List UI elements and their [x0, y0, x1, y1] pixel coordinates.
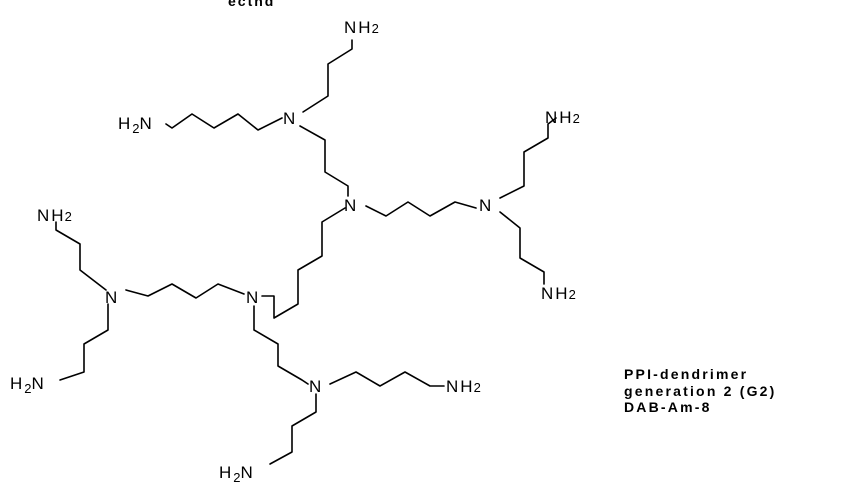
amine-top: NH2: [344, 18, 379, 37]
amine-lower-right: NH2: [446, 377, 481, 396]
atom-n6: N: [309, 377, 323, 396]
atom-n2: N: [344, 196, 358, 215]
compound-caption: PPI-dendrimer generation 2 (G2) DAB-Am-8: [624, 366, 777, 416]
caption-line-2: generation 2 (G2): [624, 382, 777, 399]
bond-n3-down-arm: [499, 211, 545, 285]
atom-n3: N: [479, 196, 493, 215]
caption-line-1: PPI-dendrimer: [624, 366, 749, 382]
amine-bottom: H2N: [219, 463, 255, 482]
bond-n4-n5: [125, 283, 245, 299]
amine-right-lower: NH2: [541, 284, 576, 303]
top-cropped-text: ectnd: [228, 0, 275, 9]
bond-n6-down-arm: [269, 393, 317, 465]
amine-left-top: H2N: [118, 114, 154, 136]
amine-left-lower: H2N: [10, 374, 46, 396]
bond-n1-n2: [299, 125, 349, 197]
amine-right-upper: NH2: [545, 108, 580, 127]
bond-n3-up-arm: [499, 117, 557, 199]
bond-n1-up-arm: [302, 39, 353, 113]
bond-n4-n6: [253, 305, 309, 385]
bond-lines: [55, 39, 557, 465]
atom-n1: N: [283, 109, 297, 128]
bond-n2-n4-core: [261, 207, 346, 319]
bond-n2-n3: [365, 201, 477, 217]
atom-n5: N: [105, 288, 119, 307]
bond-n5-up-arm: [55, 221, 107, 291]
atom-n4: N: [246, 288, 260, 307]
bond-n5-down-arm: [59, 303, 109, 381]
bond-n6-right-arm: [329, 371, 445, 387]
caption-line-3: DAB-Am-8: [624, 399, 712, 415]
amine-left-upper: NH2: [37, 206, 72, 225]
bond-n1-left-arm: [165, 113, 283, 131]
